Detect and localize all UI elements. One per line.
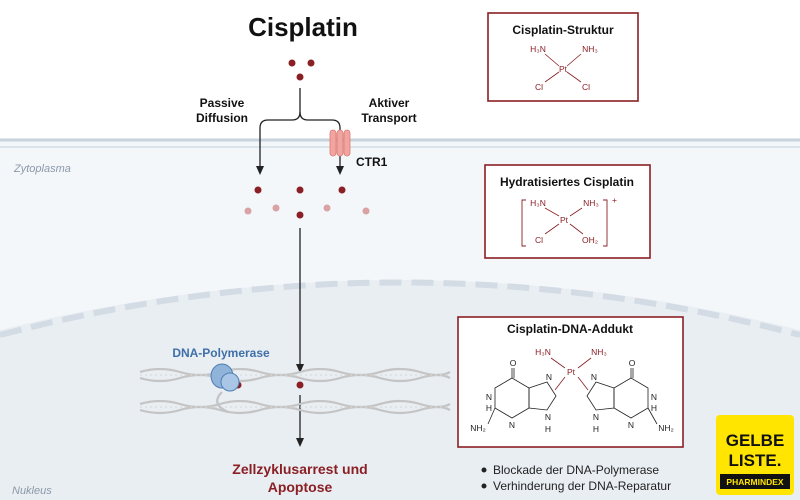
atom-label: N — [593, 412, 599, 422]
platinum-label: Pt — [559, 64, 568, 74]
atom-label: NH₂ — [470, 423, 486, 433]
outcome-line2: Apoptose — [268, 479, 333, 495]
platinum-label: Pt — [560, 215, 569, 225]
ligand-label: H₃N — [535, 347, 551, 357]
ligand-label: Cl — [535, 235, 543, 245]
cisplatin-molecule — [254, 186, 262, 194]
hydrated-cisplatin-molecule — [323, 204, 331, 212]
dna-polymerase-icon — [210, 363, 240, 392]
atom-label: N — [545, 412, 551, 422]
bullet-item: Blockade der DNA-Polymerase — [493, 463, 659, 477]
cisplatin-molecule — [307, 59, 315, 67]
atom-label: O — [629, 358, 636, 368]
region-label-nucleus: Nukleus — [12, 485, 52, 497]
logo-line1: GELBE — [726, 431, 785, 450]
atom-label: O — [510, 358, 517, 368]
bullet-dot — [481, 467, 487, 473]
cisplatin-molecule — [296, 73, 304, 81]
dna-polymerase-label: DNA-Polymerase — [172, 346, 270, 360]
structure-box: Cisplatin-Struktur H₃N NH₃ Pt Cl Cl — [487, 12, 639, 102]
ligand-label: NH₃ — [591, 347, 607, 357]
ctr1-transporter-icon — [329, 129, 351, 157]
hydrated-cisplatin-molecule — [362, 207, 370, 215]
bracket-right — [603, 199, 608, 247]
arrowhead — [336, 166, 344, 175]
logo-line2: LISTE. — [729, 451, 782, 470]
atom-label: N — [628, 420, 634, 430]
ligand-label: NH₃ — [583, 198, 599, 208]
region-label-cytoplasm: Zytoplasma — [13, 163, 71, 175]
hydrated-box: Hydratisiertes Cisplatin + H₃N NH₃ Pt Cl… — [484, 164, 651, 259]
gelbe-liste-logo: GELBE LISTE. PHARMINDEX — [716, 415, 794, 495]
diagram-title: Cisplatin — [248, 12, 358, 42]
bullet-item: Verhinderung der DNA-Reparatur — [493, 479, 671, 493]
ligand-label: Cl — [582, 82, 590, 92]
active-label-line1: Aktiver — [369, 96, 410, 110]
adduct-box-title: Cisplatin-DNA-Addukt — [507, 322, 633, 336]
outcome-line1: Zellzyklusarrest und — [232, 461, 367, 477]
transporter-label: CTR1 — [356, 155, 388, 169]
atom-label: H — [545, 424, 551, 434]
hydrated-box-title: Hydratisiertes Cisplatin — [500, 175, 634, 189]
ligand-label: NH₃ — [582, 44, 598, 54]
adduct-box: Cisplatin-DNA-Addukt H₃N NH₃ Pt O N N N … — [457, 316, 684, 448]
hydrated-cisplatin-molecule — [272, 204, 280, 212]
dna-double-helix-lower — [139, 399, 451, 415]
charge-label: + — [612, 195, 617, 205]
structure-box-title: Cisplatin-Struktur — [512, 23, 614, 37]
atom-label: N — [591, 372, 597, 382]
bullet-dot — [481, 483, 487, 489]
platinum-label: Pt — [567, 367, 576, 377]
passive-label-line1: Passive — [200, 96, 245, 110]
atom-label: NH₂ — [658, 423, 674, 433]
bracket-left — [521, 199, 526, 247]
cisplatin-molecule — [338, 186, 346, 194]
atom-label: H — [593, 424, 599, 434]
arrowhead — [296, 438, 304, 447]
ligand-label: OH₂ — [582, 235, 598, 245]
dna-double-helix-upper — [139, 367, 451, 383]
atom-label: N — [486, 392, 492, 402]
arrowhead — [256, 166, 264, 175]
atom-label: N — [546, 372, 552, 382]
atom-label: N — [651, 392, 657, 402]
ligand-label: H₃N — [530, 44, 546, 54]
active-transport-arrow — [299, 111, 341, 168]
cisplatin-molecule — [288, 59, 296, 67]
passive-label-line2: Diffusion — [196, 111, 248, 125]
active-label-line2: Transport — [361, 111, 416, 125]
arrowhead — [296, 364, 304, 373]
atom-label: H — [486, 403, 492, 413]
atom-label: N — [509, 420, 515, 430]
cisplatin-molecule — [296, 211, 304, 219]
atom-label: H — [651, 403, 657, 413]
hydrated-cisplatin-molecule — [244, 207, 252, 215]
logo-line3: PHARMINDEX — [726, 477, 783, 487]
dna-strand-connector — [216, 391, 229, 414]
cisplatin-dna-adduct-dot — [296, 381, 304, 389]
nuclear-envelope — [0, 279, 800, 338]
ligand-label: H₃N — [530, 198, 546, 208]
passive-diffusion-arrow — [259, 88, 301, 168]
cisplatin-molecule — [296, 186, 304, 194]
ligand-label: Cl — [535, 82, 543, 92]
